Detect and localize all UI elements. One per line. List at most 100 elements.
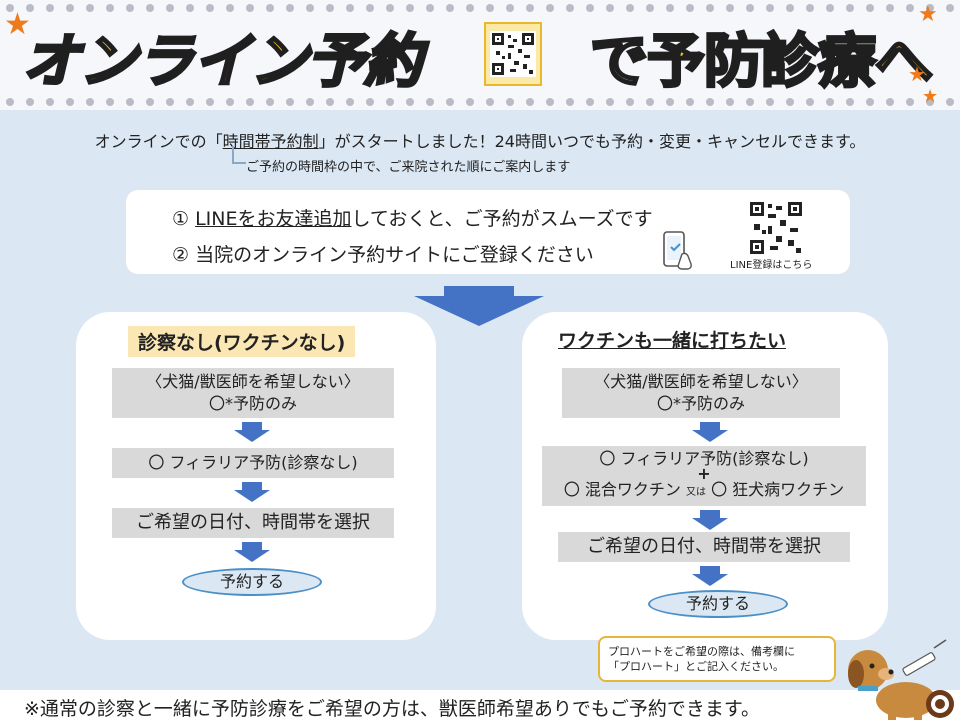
dot [346, 4, 354, 12]
dot [46, 4, 54, 12]
dot [746, 4, 754, 12]
dot [86, 98, 94, 106]
footer-note: ※通常の診察と一緒に予防診療をご希望の方は、獣医師希望ありでもご予約できます。 [24, 698, 761, 720]
dot [586, 4, 594, 12]
dot [806, 4, 814, 12]
down-arrow-icon [692, 510, 728, 530]
dot [346, 98, 354, 106]
dot [306, 98, 314, 106]
dot [466, 4, 474, 12]
dot [306, 4, 314, 12]
filaria-vaccine-box: 〇 フィラリア予防(診察なし) + 〇 混合ワクチン 又は 〇 狂犬病ワクチン [542, 446, 866, 506]
dot [466, 98, 474, 106]
intro-text: オンラインでの「時間帯予約制」がスタートしました！24時間いつでも予約・変更・キ… [94, 132, 866, 151]
filaria-box: 〇 フィラリア予防(診察なし) [112, 448, 394, 478]
step-register-site: ② 当院のオンライン予約サイトにご登録ください [172, 244, 594, 266]
dot [146, 98, 154, 106]
qr-code-icon[interactable] [484, 22, 542, 86]
dot [66, 98, 74, 106]
star-icon: ★ [4, 7, 31, 42]
dot [886, 98, 894, 106]
dot [526, 4, 534, 12]
dot [126, 4, 134, 12]
dot [526, 98, 534, 106]
sub-note-arrow [232, 146, 246, 164]
dot [266, 4, 274, 12]
star-icon: ★ [922, 86, 939, 107]
dot [646, 4, 654, 12]
dot [106, 98, 114, 106]
dot [166, 4, 174, 12]
down-arrow-icon [234, 422, 270, 442]
dot [726, 98, 734, 106]
dot [246, 98, 254, 106]
down-arrow-icon [414, 286, 544, 326]
time-slot-system-link: 時間帯予約制 [222, 132, 319, 151]
reserve-button[interactable]: 予約する [182, 568, 322, 596]
dot [786, 98, 794, 106]
dot [906, 98, 914, 106]
dot [426, 98, 434, 106]
line-add-friend-link[interactable]: LINEをお友達追加 [195, 208, 352, 230]
dot-pattern [6, 4, 954, 106]
dot [886, 4, 894, 12]
step-line-add-friend: ① LINEをお友達追加しておくと、ご予約がスムーズです [172, 208, 653, 230]
reserve-button[interactable]: 予約する [648, 590, 788, 618]
dot [86, 4, 94, 12]
dot [26, 98, 34, 106]
dot [686, 98, 694, 106]
dot [366, 4, 374, 12]
dot [786, 4, 794, 12]
dot [6, 98, 14, 106]
steps-box: ① LINEをお友達追加しておくと、ご予約がスムーズです ② 当院のオンライン予… [126, 190, 850, 274]
panel-title-no-exam: 診察なし(ワクチンなし) [128, 326, 356, 357]
dot [606, 98, 614, 106]
dot [806, 98, 814, 106]
phone-tap-icon [663, 231, 692, 270]
criteria-box: 〈犬猫/獣医師を希望しない〉 〇*予防のみ [112, 368, 394, 418]
dot [406, 98, 414, 106]
dot [326, 4, 334, 12]
dot [586, 98, 594, 106]
dot [126, 98, 134, 106]
dot [246, 4, 254, 12]
dot [746, 98, 754, 106]
dot [166, 98, 174, 106]
dot [286, 98, 294, 106]
down-arrow-icon [692, 422, 728, 442]
dot [906, 4, 914, 12]
dot [626, 98, 634, 106]
dot [46, 98, 54, 106]
dot [546, 98, 554, 106]
dot [366, 98, 374, 106]
dot [686, 4, 694, 12]
panel-title-with-vaccine: ワクチンも一緒に打ちたい [558, 330, 787, 352]
panel-with-vaccine: ワクチンも一緒に打ちたい 〈犬猫/獣医師を希望しない〉 〇*予防のみ 〇 フィラ… [522, 312, 888, 640]
dot [6, 4, 14, 12]
qr-caption: LINE登録はこちら [730, 260, 813, 271]
dot [446, 4, 454, 12]
dot [946, 4, 954, 12]
dot [286, 4, 294, 12]
select-date-box: ご希望の日付、時間帯を選択 [112, 508, 394, 538]
dot [186, 98, 194, 106]
title-online-reservation: オンライン予約 [20, 26, 423, 97]
dot [506, 98, 514, 106]
dog-illustration [848, 639, 954, 720]
dot [826, 4, 834, 12]
qr-code-icon[interactable] [748, 200, 804, 256]
dot [766, 4, 774, 12]
dot [566, 4, 574, 12]
down-arrow-icon [692, 566, 728, 586]
dot [66, 4, 74, 12]
header-banner: オンライン予約 で予防診療へ [0, 0, 960, 110]
dot [866, 98, 874, 106]
dot [846, 4, 854, 12]
dot [266, 98, 274, 106]
sub-note: ご予約の時間枠の中で、ご来院された順にご案内します [246, 160, 571, 175]
dot [846, 98, 854, 106]
dot [326, 98, 334, 106]
dot [406, 4, 414, 12]
dot [926, 4, 934, 12]
dot [386, 98, 394, 106]
